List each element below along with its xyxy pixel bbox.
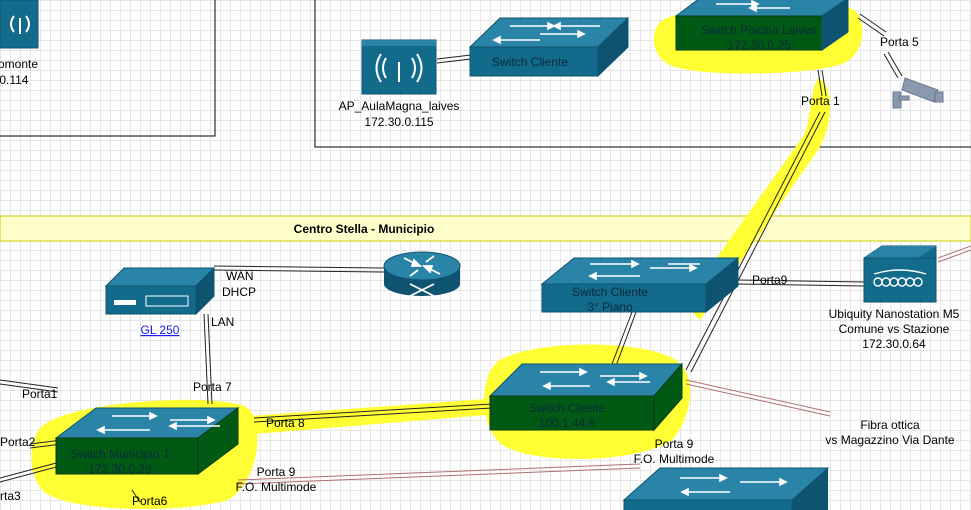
porta9-mid-label: Porta 9 — [655, 437, 694, 451]
switch-piscina-name: Switch Piscina Laives — [701, 23, 816, 37]
link-municipio-mid[interactable] — [253, 403, 493, 423]
porta2-label: Porta2 — [0, 435, 36, 449]
link-3piano-mid[interactable] — [611, 311, 637, 367]
ap-topleft-name: omonte — [0, 57, 38, 71]
ap-aulamagna[interactable] — [361, 39, 437, 95]
ap-topleft[interactable] — [0, 0, 39, 49]
router[interactable] — [383, 251, 461, 297]
link-porta3[interactable] — [0, 461, 61, 483]
nanostation[interactable] — [863, 245, 937, 303]
switch-cliente-mid[interactable] — [488, 362, 684, 432]
switch-cliente-top-label: Switch Cliente — [492, 55, 568, 69]
switch-3piano-name: Switch Cliente — [572, 285, 648, 299]
banner-centro-stella[interactable] — [0, 215, 971, 242]
firewall-appliance-icon — [114, 295, 189, 307]
link-porta1-left[interactable] — [0, 379, 59, 393]
lan-label: LAN — [211, 315, 234, 329]
switch-bottom-partial[interactable] — [622, 467, 830, 510]
link-nano-porta9[interactable] — [737, 279, 865, 287]
fo-low-label: F.O. Multimode — [236, 480, 317, 494]
wireless-ap-icon — [375, 53, 423, 83]
switch-municipio[interactable] — [54, 407, 240, 475]
porta3-label: rta3 — [0, 489, 21, 503]
link-piscina-porta1[interactable] — [817, 69, 827, 97]
group-box-topleft[interactable] — [0, 0, 216, 137]
connection-lines — [0, 13, 903, 503]
switch-municipio-ip: 172.30.0.29 — [88, 462, 152, 476]
switch-piscina[interactable] — [674, 0, 849, 51]
banner-title: Centro Stella - Municipio — [294, 222, 435, 236]
switch-3piano[interactable] — [540, 256, 740, 314]
network-switch-icon — [540, 367, 650, 391]
network-switch-icon — [716, 0, 790, 13]
nanostation-link: Comune vs Stazione — [839, 322, 950, 336]
fiber-vs-magazzino[interactable] — [685, 379, 831, 417]
wireless-ap-icon — [10, 15, 30, 34]
switch-cliente-top[interactable] — [468, 16, 630, 78]
porta9-nano-label: Porta9 — [752, 273, 788, 287]
gl250-link[interactable]: GL 250 — [141, 323, 180, 337]
porta1-top-label: Porta 1 — [801, 94, 840, 108]
nanostation-name: Ubiquity Nanostation M5 — [829, 307, 960, 321]
switch-piscina-ip: 172.30.0.25 — [727, 38, 791, 52]
fo-mid-label: F.O. Multimode — [634, 452, 715, 466]
link-ap-to-switch-top[interactable] — [436, 54, 472, 64]
fiber-porta9-low[interactable] — [237, 463, 641, 485]
gl250-appliance[interactable] — [104, 266, 216, 316]
porta7-label: Porta 7 — [193, 380, 232, 394]
switch-cliente-mid-ip: 100.1.44.6 — [539, 416, 596, 430]
link-porta5-camera[interactable] — [883, 51, 903, 79]
fibra-dest-label: vs Magazzino Via Dante — [825, 433, 955, 447]
ap-aulamagna-name: AP_AulaMagna_laives — [339, 99, 460, 113]
group-box-top[interactable] — [314, 0, 971, 148]
nanostation-ip: 172.30.0.64 — [862, 337, 926, 351]
link-gl250-lan[interactable] — [203, 313, 213, 405]
fiber-lines — [237, 245, 971, 485]
router-icon — [403, 255, 441, 297]
fibra-ottica-label: Fibra ottica — [860, 418, 920, 432]
link-piscina-porta5[interactable] — [857, 13, 887, 37]
ap-aulamagna-ip: 172.30.0.115 — [364, 115, 434, 129]
network-switch-icon — [680, 473, 788, 497]
ap-topleft-ip: .0.114 — [0, 73, 29, 87]
porta6-label: Porta6 — [132, 494, 168, 508]
dhcp-label: DHCP — [222, 285, 256, 299]
porta8-label: Porta 8 — [266, 416, 305, 430]
porta5-label: Porta 5 — [880, 35, 919, 49]
nanostation-antenna-icon — [873, 269, 927, 287]
network-switch-icon — [492, 21, 600, 45]
network-switch-icon — [588, 259, 700, 281]
network-switch-icon — [96, 411, 220, 435]
switch-municipio-name: Switch Municipio 1 — [70, 447, 170, 461]
switch-3piano-floor: 3° Piano — [587, 300, 633, 314]
fiber-nano-right[interactable] — [937, 245, 971, 263]
porta9-low-label: Porta 9 — [257, 465, 296, 479]
cctv-camera-icon[interactable] — [892, 77, 944, 109]
wan-label: WAN — [226, 269, 254, 283]
porta1-left-label: Porta1 — [22, 387, 58, 401]
link-gl250-router[interactable] — [213, 265, 387, 273]
link-porta1-switch-mid[interactable] — [685, 111, 826, 373]
link-porta6[interactable] — [131, 489, 141, 503]
switch-cliente-mid-name: Switch Cliente — [529, 401, 605, 415]
